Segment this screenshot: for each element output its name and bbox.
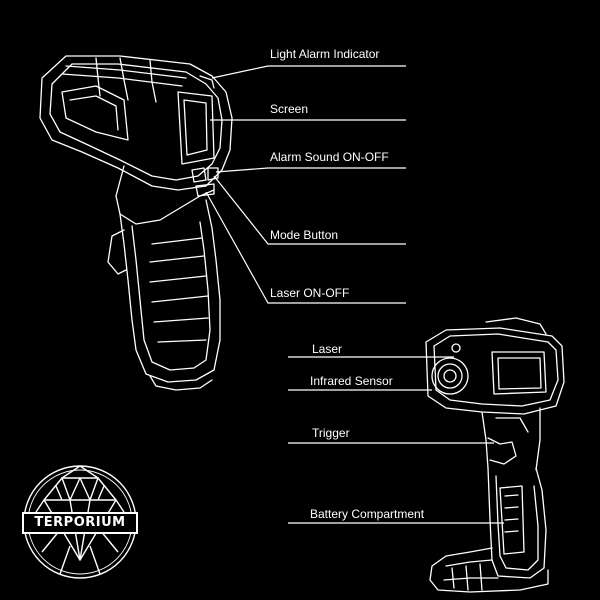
leader-lines-lower <box>288 356 504 524</box>
callout-infrared-sensor: Infrared Sensor <box>310 374 393 388</box>
callout-laser: Laser <box>312 342 343 356</box>
leader-mode-button <box>213 175 406 245</box>
brand-logo-wordmark: TERPORIUM <box>22 512 138 534</box>
callout-laser-on-off: Laser ON-OFF <box>270 286 350 300</box>
callout-trigger: Trigger <box>312 426 350 440</box>
leader-lines-upper <box>205 65 406 304</box>
leader-light-alarm-indicator <box>211 65 406 79</box>
callout-battery-compartment: Battery Compartment <box>310 507 425 521</box>
leader-alarm-sound <box>215 167 406 173</box>
diamond-gem-icon <box>23 465 137 579</box>
callout-light-alarm-indicator: Light Alarm Indicator <box>270 47 380 61</box>
callout-screen: Screen <box>270 102 309 116</box>
thermometer-front-view-illustration <box>425 317 565 593</box>
leader-laser-on-off <box>205 191 406 304</box>
callout-mode-button: Mode Button <box>270 228 339 242</box>
thermometer-back-view-illustration <box>39 55 233 391</box>
callout-alarm-sound-on-off: Alarm Sound ON-OFF <box>270 150 389 164</box>
